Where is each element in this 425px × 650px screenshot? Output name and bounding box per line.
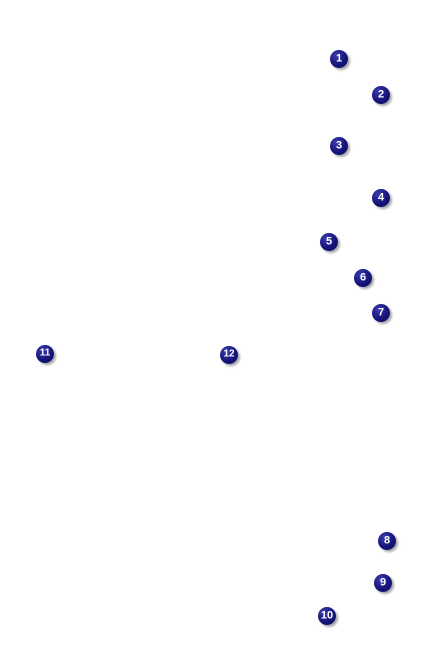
callout-number: 8 (383, 534, 391, 547)
callout-number: 9 (379, 576, 387, 589)
callout-number: 6 (359, 271, 367, 284)
callout-marker-10[interactable]: 10 (318, 607, 336, 625)
callout-marker-7[interactable]: 7 (372, 304, 390, 322)
callout-number: 12 (223, 348, 235, 360)
callout-marker-8[interactable]: 8 (378, 532, 396, 550)
callout-marker-9[interactable]: 9 (374, 574, 392, 592)
callout-marker-5[interactable]: 5 (320, 233, 338, 251)
callout-number: 4 (377, 191, 385, 204)
callout-number: 10 (320, 609, 334, 622)
callout-marker-3[interactable]: 3 (330, 137, 348, 155)
callout-number: 5 (325, 235, 333, 248)
callout-number: 3 (335, 139, 343, 152)
callout-marker-4[interactable]: 4 (372, 189, 390, 207)
callout-marker-2[interactable]: 2 (372, 86, 390, 104)
callout-number: 7 (377, 306, 385, 319)
callout-number: 2 (377, 88, 385, 101)
callout-number: 11 (39, 347, 51, 359)
callout-marker-6[interactable]: 6 (354, 269, 372, 287)
callout-marker-11[interactable]: 11 (36, 345, 54, 363)
callout-marker-12[interactable]: 12 (220, 346, 238, 364)
callout-marker-1[interactable]: 1 (330, 50, 348, 68)
callout-number: 1 (335, 52, 343, 65)
